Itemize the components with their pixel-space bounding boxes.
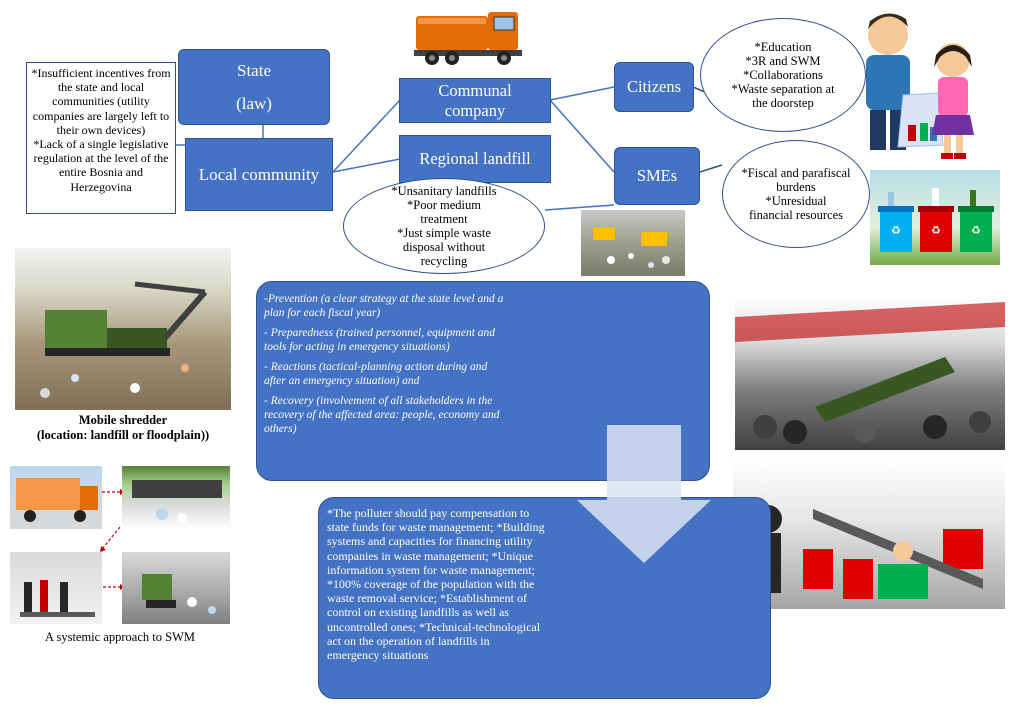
shredder-caption: Mobile shredder (location: landfill or f… xyxy=(15,413,231,443)
mobile-shredder-photo xyxy=(15,248,231,410)
landfill-photo xyxy=(581,210,685,276)
smes-label: SMEs xyxy=(636,166,678,185)
svg-text:♻: ♻ xyxy=(971,224,981,237)
sorting-workers-photo xyxy=(733,459,1005,609)
oval-line: *Poor medium treatment xyxy=(407,198,481,226)
waste-hall-photo xyxy=(122,466,230,529)
regional-landfill-label: Regional landfill xyxy=(419,149,531,168)
measures-panel: *The polluter should pay compensation to… xyxy=(318,497,771,699)
oval-line: *Waste separation at the doorstep xyxy=(731,82,835,110)
truck-photo xyxy=(10,466,102,529)
local-issues-note: *Insufficient incentives from the state … xyxy=(26,62,176,214)
oval-line: *3R and SWM xyxy=(745,54,821,68)
svg-text:♻: ♻ xyxy=(891,224,901,237)
smes-node: SMEs xyxy=(614,147,700,205)
sorting-line-photo xyxy=(10,552,102,624)
phase-reactions: - Reactions (tactical-planning action du… xyxy=(264,361,488,387)
smes-burdens-oval: *Fiscal and parafiscal burdens *Unresidu… xyxy=(722,140,870,248)
state-node: State (law) xyxy=(178,49,330,125)
caption-line: (location: landfill or floodplain)) xyxy=(36,428,210,442)
state-label: State xyxy=(237,61,271,80)
phase-prevention: -Prevention (a clear strategy at the sta… xyxy=(264,293,504,319)
oval-line: *Unresidual financial resources xyxy=(748,194,844,222)
systemic-caption: A systemic approach to SWM xyxy=(45,630,195,644)
oval-line: *Education xyxy=(754,40,812,54)
communal-company-label: Communal company xyxy=(438,80,512,120)
measures-text: *The polluter should pay compensation to… xyxy=(327,506,545,663)
note-line: *Insufficient incentives from the state … xyxy=(31,66,171,137)
state-sublabel: (law) xyxy=(236,94,272,113)
citizens-label: Citizens xyxy=(626,77,682,96)
oval-line: *Collaborations xyxy=(743,68,823,82)
regional-landfill-node: Regional landfill xyxy=(399,135,551,183)
local-community-node: Local community xyxy=(185,138,333,211)
communal-company-node: Communal company xyxy=(399,78,551,123)
oval-line: *Fiscal and parafiscal burdens xyxy=(741,166,851,194)
note-line: *Lack of a single legislative regulation… xyxy=(33,137,169,194)
citizens-node: Citizens xyxy=(614,62,694,112)
citizens-needs-oval: *Education *3R and SWM *Collaborations *… xyxy=(700,18,866,132)
phase-preparedness: - Preparedness (trained personnel, equip… xyxy=(264,327,496,353)
local-community-label: Local community xyxy=(198,164,320,184)
sorting-facility-photo xyxy=(735,297,1005,450)
phase-recovery: - Recovery (involvement of all stakehold… xyxy=(264,395,500,435)
svg-text:♻: ♻ xyxy=(931,224,941,237)
landfill-compactor-photo xyxy=(122,552,230,624)
caption-line: Mobile shredder xyxy=(78,413,168,427)
landfill-issues-oval: *Unsanitary landfills *Poor medium treat… xyxy=(343,178,545,274)
family-recycling-illustration xyxy=(866,13,974,159)
oval-line: *Unsanitary landfills xyxy=(391,184,497,198)
oval-line: *Just simple waste disposal without recy… xyxy=(397,226,491,268)
down-arrow-icon xyxy=(577,425,711,563)
garbage-truck-icon xyxy=(414,12,522,65)
recycling-bins-photo: ♻ ♻ ♻ xyxy=(870,170,1000,265)
